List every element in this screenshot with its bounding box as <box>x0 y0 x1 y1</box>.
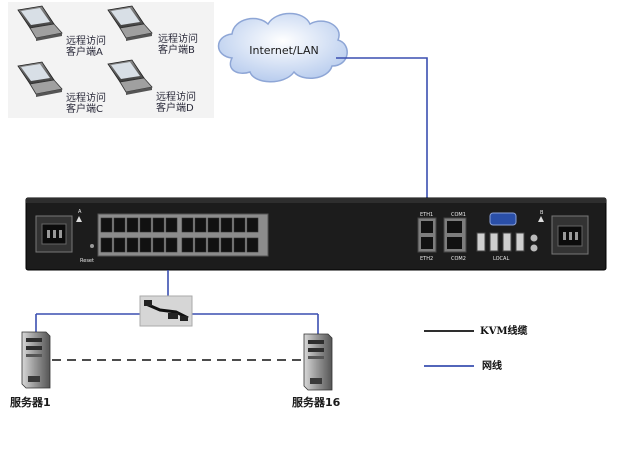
client-a-label-line1: 远程访问 <box>66 34 106 47</box>
eth1-label: ETH1 <box>420 212 433 218</box>
kvm-adapter-icon <box>139 295 193 327</box>
local-console-ports <box>476 212 538 252</box>
marker-a: A <box>78 209 82 215</box>
eth2-label: ETH2 <box>420 256 433 262</box>
laptop-icon <box>107 59 153 95</box>
server-1-label: 服务器1 <box>10 395 51 409</box>
com2-label: COM2 <box>451 256 466 262</box>
kvm-switch-device: A Reset <box>25 197 607 271</box>
client-b-label-line1: 远程访问 <box>158 32 198 45</box>
server-tower-icon <box>303 333 333 391</box>
laptop-icon <box>107 5 153 41</box>
reset-label: Reset <box>80 258 94 264</box>
legend-kvm-label: KVM线缆 <box>480 324 528 337</box>
internet-cloud: Internet/LAN <box>217 12 348 83</box>
client-d-label-line2: 客户端D <box>156 101 194 114</box>
network-line-to-cloud <box>336 57 428 204</box>
marker-b: B <box>540 210 544 216</box>
legend: KVM线缆 网线 <box>424 324 528 372</box>
eth-ports <box>417 217 437 253</box>
rj45-port-block <box>97 213 269 257</box>
server-tower-icon <box>21 331 51 389</box>
legend-network-label: 网线 <box>482 359 502 372</box>
laptop-icon <box>17 5 63 41</box>
client-c-label-line1: 远程访问 <box>66 91 106 104</box>
power-inlet-left <box>35 215 73 253</box>
client-d-label-line1: 远程访问 <box>156 90 196 103</box>
power-inlet-right <box>551 215 589 255</box>
com1-label: COM1 <box>451 212 466 218</box>
local-label: LOCAL <box>493 256 509 262</box>
cloud-label: Internet/LAN <box>249 44 319 57</box>
laptop-icon <box>17 61 63 97</box>
client-c-label-line2: 客户端C <box>66 102 103 115</box>
server-16-label: 服务器16 <box>292 395 341 409</box>
com-ports <box>443 217 467 253</box>
client-a-label-line2: 客户端A <box>66 45 103 58</box>
client-b-label-line2: 客户端B <box>158 43 195 56</box>
remote-clients-panel: 远程访问 客户端A 远程访问 客户端B 远程访问 客户端C 远程访问 客户端D <box>8 2 214 118</box>
